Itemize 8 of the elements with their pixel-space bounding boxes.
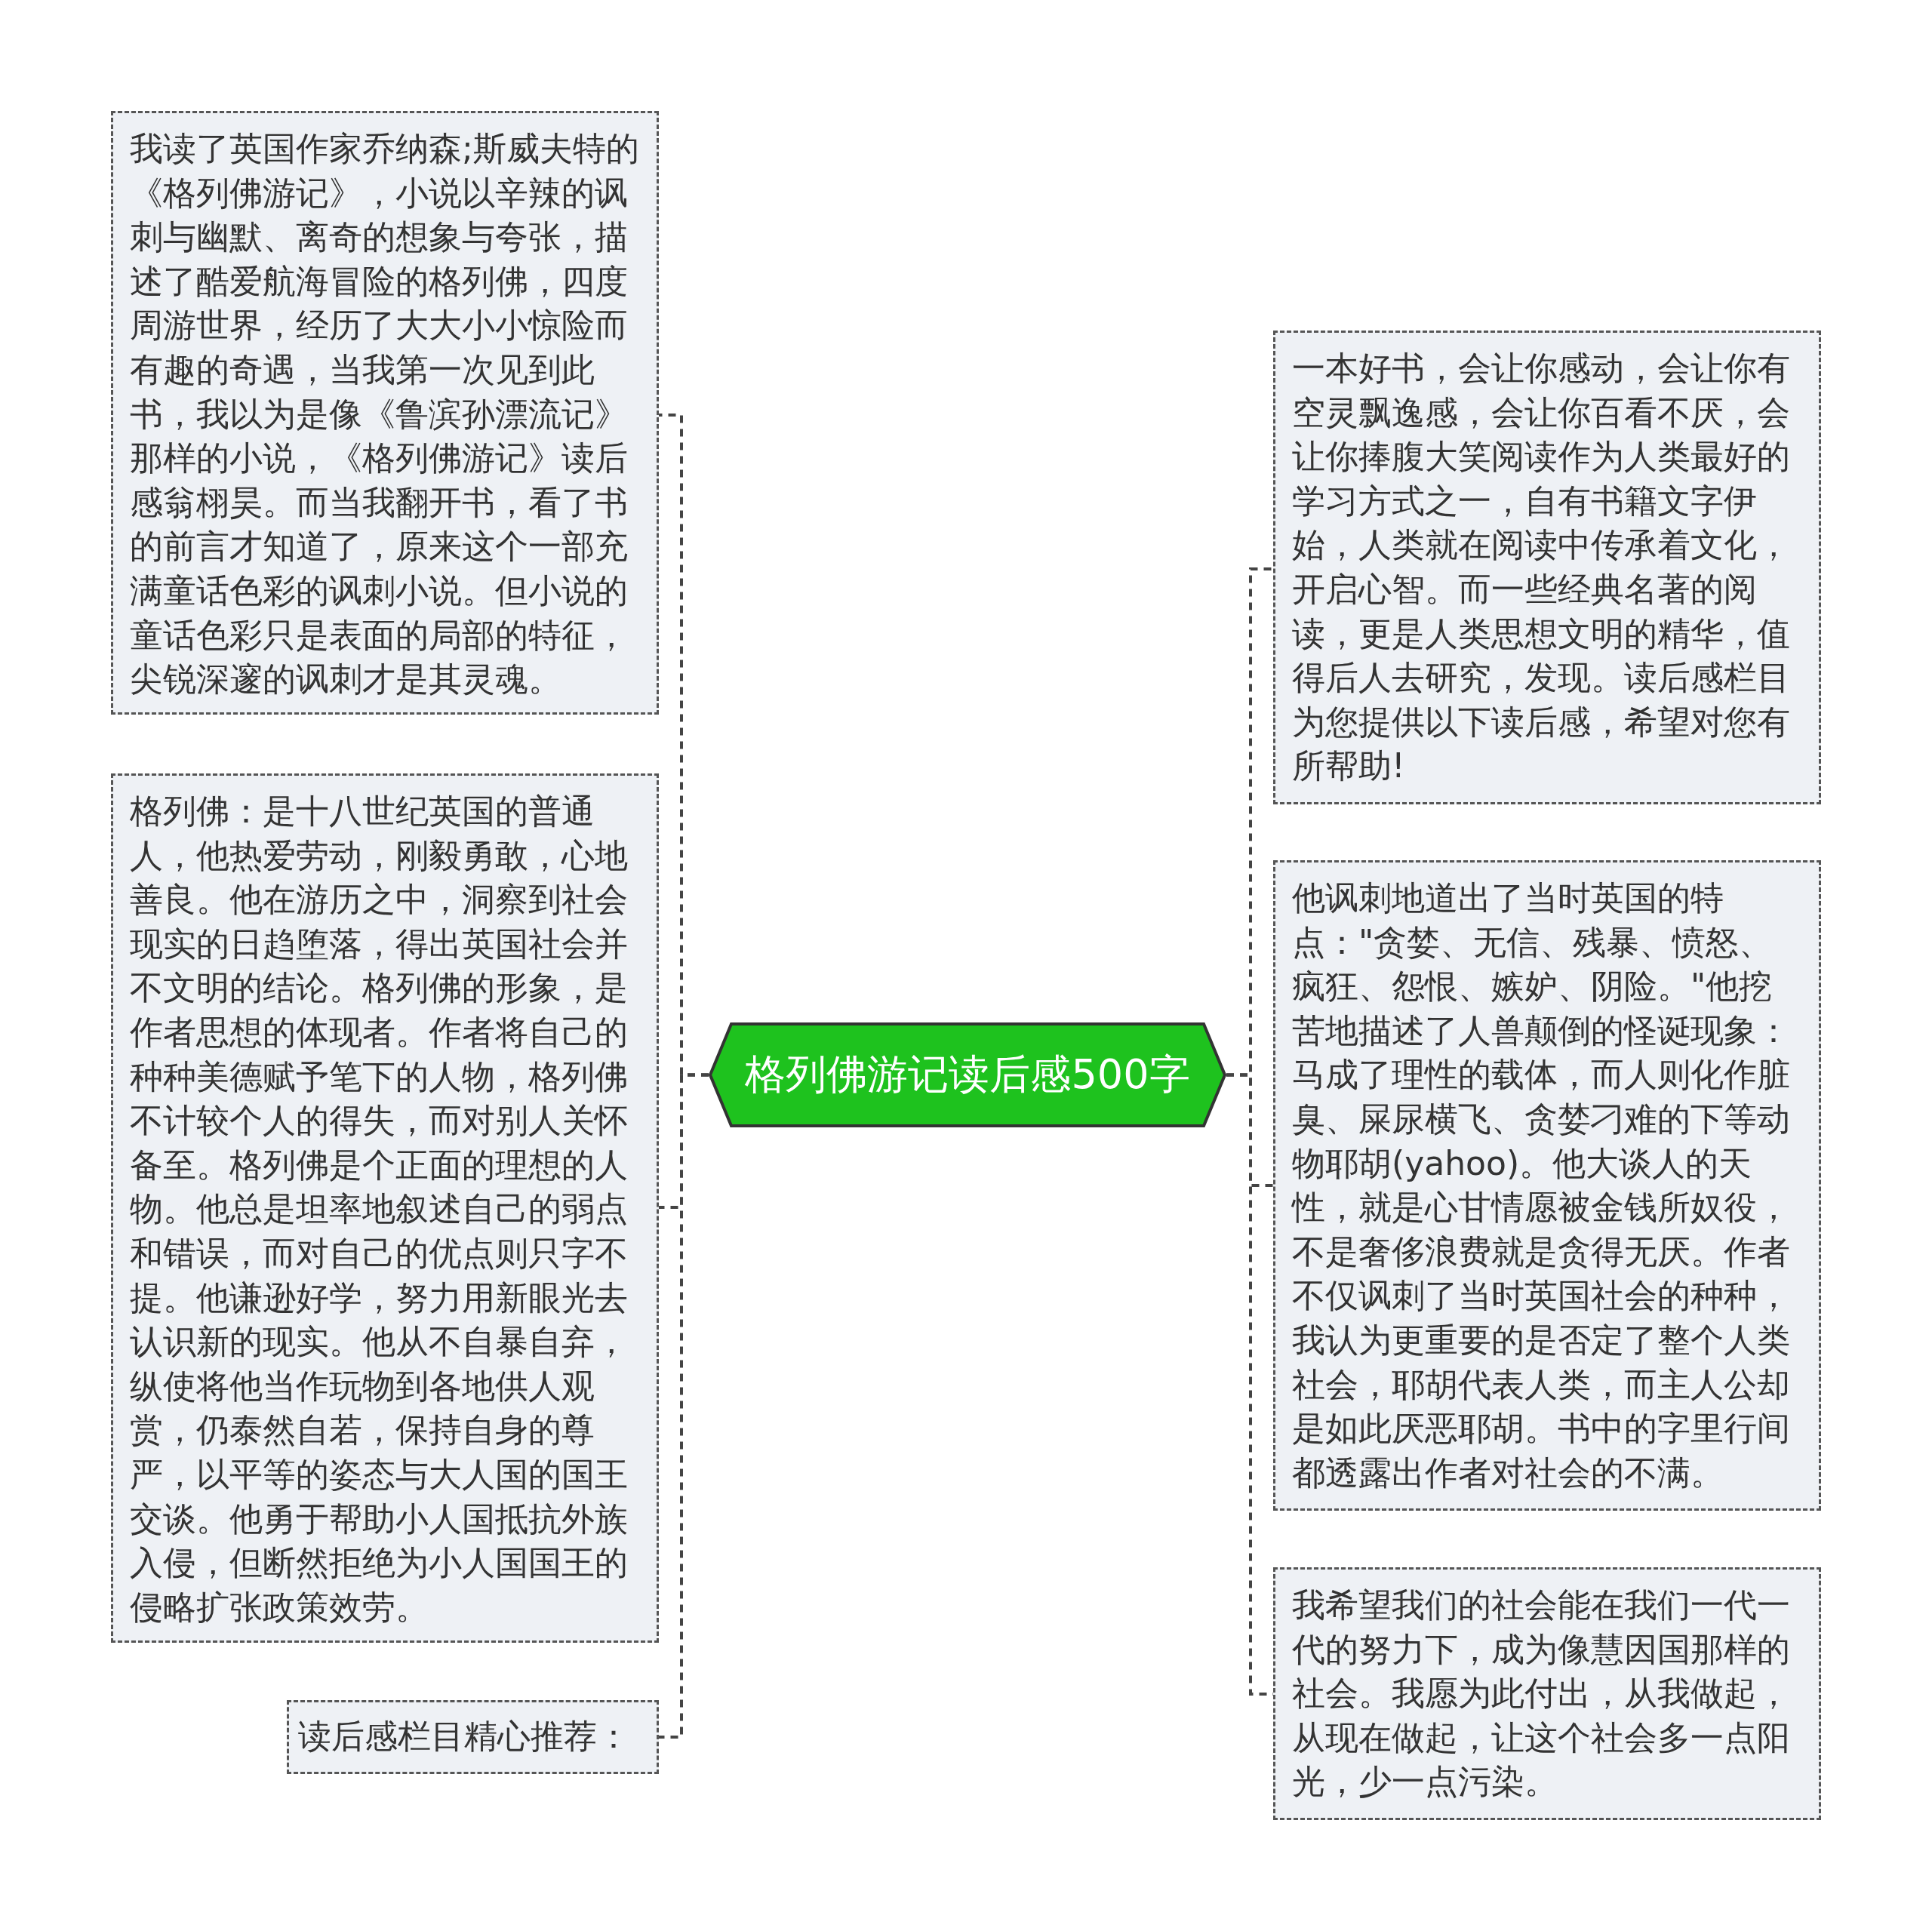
connector	[659, 1073, 709, 1739]
text-box: 读后感栏目精心推荐：	[287, 1700, 659, 1774]
text-box: 格列佛：是十八世纪英国的普通人，他热爱劳动，刚毅勇敢，心地善良。他在游历之中，洞察到社会现实的日趋堕落，得出英国社会并不文明的结论。格列佛的形象，是作者思想的体现者。作者将自己的种种美德赋予笔下的人物，格列佛不计较个人的得失，而对别人关怀备至。格列佛是个正面的理想的人物。他总是坦率地叙述自己的弱点和错误，而对自己的优点则只字不提。他谦逊好学，努力用新眼光去认识新的现实。他从不自暴自弃，纵使将他当作玩物到各地供人观赏，仍泰然自若，保持自身的尊严，以平等的姿态与大人国的国王交谈。他勇于帮助小人国抵抗外族入侵，但断然拒绝为小人国国王的侵略扩张政策效劳。	[111, 773, 659, 1643]
text-box: 他讽刺地道出了当时英国的特点："贪婪、无信、残暴、愤怒、疯狂、怨恨、嫉妒、阴险。"他挖苦地描述了人兽颠倒的怪诞现象：马成了理性的载体，而人则化作脏臭、屎尿横飞、贪婪刁难的下等动物耶胡(yahoo)。他大谈人的天性，就是心甘情愿被金钱所奴役，不是奢侈浪费就是贪得无厌。作者不仅讽刺了当时英国社会的种种，我认为更重要的是否定了整个人类社会，耶胡代表人类，而主人公却是如此厌恶耶胡。书中的字里行间都透露出作者对社会的不满。	[1273, 860, 1821, 1511]
text-box: 我读了英国作家乔纳森;斯威夫特的《格列佛游记》，小说以辛辣的讽刺与幽默、离奇的想象与夸张，描述了酷爱航海冒险的格列佛，四度周游世界，经历了大大小小惊险而有趣的奇遇，当我第一次见到此书，我以为是像《鲁滨孙漂流记》那样的小说，《格列佛游记》读后感翁栩昊。而当我翻开书，看了书的前言才知道了，原来这个一部充满童话色彩的讽刺小说。但小说的童话色彩只是表面的局部的特征，尖锐深邃的讽刺才是其灵魂。	[111, 111, 659, 715]
topic-hexagon: 格列佛游记读后感500字	[709, 1022, 1226, 1127]
text-box: 我希望我们的社会能在我们一代一代的努力下，成为像慧因国那样的社会。我愿为此付出，从我做起，从现在做起，让这个社会多一点阳光，少一点污染。	[1273, 1567, 1821, 1820]
text-box: 一本好书，会让你感动，会让你有空灵飘逸感，会让你百看不厌，会让你捧腹大笑阅读作为人类最好的学习方式之一，自有书籍文字伊始，人类就在阅读中传承着文化，开启心智。而一些经典名著的阅读，更是人类思想文明的精华，值得后人去研究，发现。读后感栏目为您提供以下读后感，希望对您有所帮助!	[1273, 331, 1821, 804]
